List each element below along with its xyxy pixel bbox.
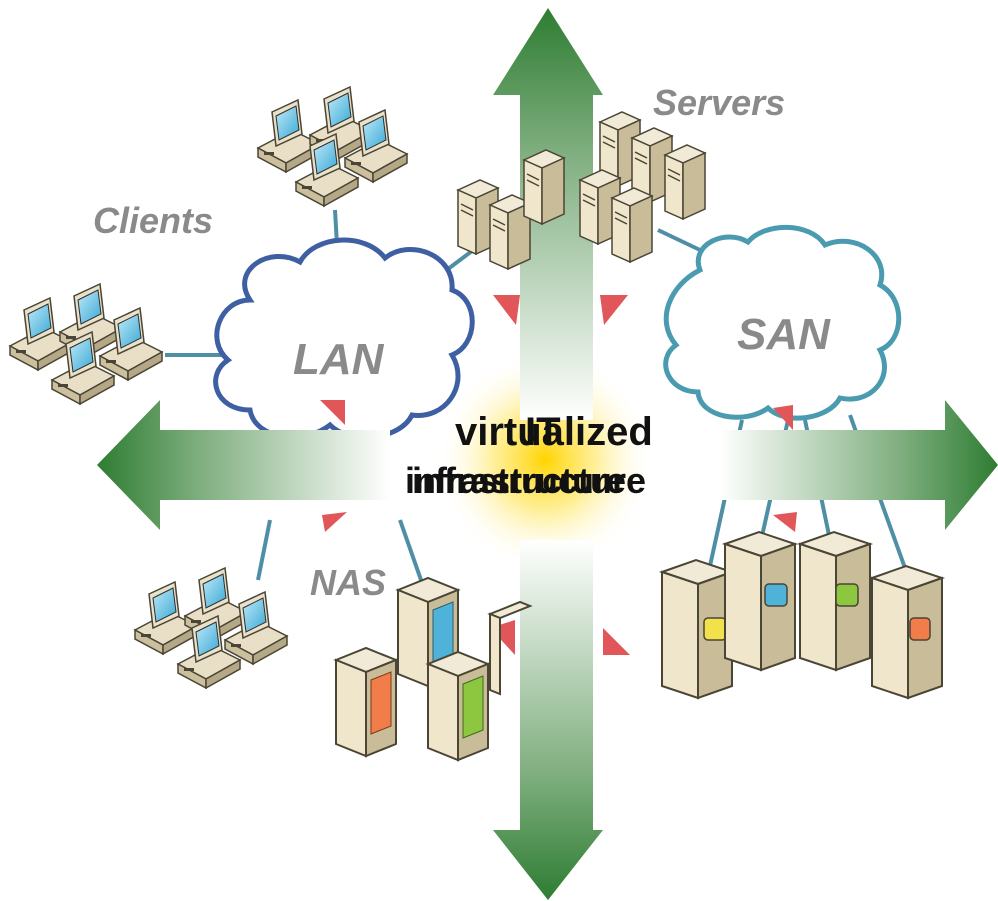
san-cloud xyxy=(663,224,902,421)
nas-storage xyxy=(333,576,533,762)
san-storage xyxy=(658,530,946,700)
label-lan: LAN xyxy=(293,335,384,384)
center-title-line2a: infrastructure xyxy=(405,460,626,501)
arrow-down xyxy=(493,540,603,900)
arrow-left xyxy=(97,400,390,530)
label-clients: Clients xyxy=(93,200,214,241)
center-title-line1b: IT xyxy=(525,410,561,454)
center-glow xyxy=(435,350,655,570)
label-servers: Servers xyxy=(653,82,786,123)
client-workstations-left xyxy=(9,283,163,405)
client-workstations-bottom xyxy=(134,567,288,689)
label-nas: NAS xyxy=(310,562,387,603)
center-title-line1a: virtualized xyxy=(455,410,653,454)
lan-cloud xyxy=(213,237,475,440)
red-wedges xyxy=(320,295,797,655)
arrow-right xyxy=(720,400,998,530)
center-title-line2b: infrastructure xyxy=(412,460,647,501)
label-san: SAN xyxy=(737,310,830,359)
client-workstations-top xyxy=(257,86,408,207)
